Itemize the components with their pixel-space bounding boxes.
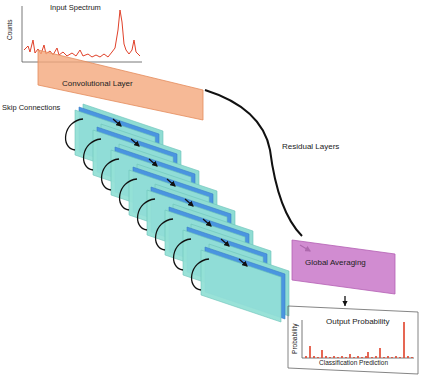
node-label: Convolutional Layer xyxy=(62,79,133,88)
node-shape xyxy=(288,306,418,374)
node-shape xyxy=(38,50,203,120)
axis-label: Counts xyxy=(5,20,12,41)
group-bracket xyxy=(205,90,302,236)
arrow-head xyxy=(342,301,347,306)
axis-label: Probability xyxy=(291,324,298,354)
convolutional-layer: Convolutional Layer xyxy=(38,50,203,120)
annotation-label: Residual Layers xyxy=(282,142,339,151)
node-label: Input Spectrum xyxy=(50,4,101,13)
node-label: Output Probability xyxy=(326,317,390,326)
global-averaging-layer: Global Averaging xyxy=(292,236,398,296)
annotation-label: Skip Connections xyxy=(2,104,60,113)
residual-blocks xyxy=(75,104,289,322)
node-shape xyxy=(292,240,395,294)
skip-connection-arcs xyxy=(66,119,209,290)
node-label: Global Averaging xyxy=(305,258,366,267)
axis-label: Classification Prediction xyxy=(319,359,388,366)
